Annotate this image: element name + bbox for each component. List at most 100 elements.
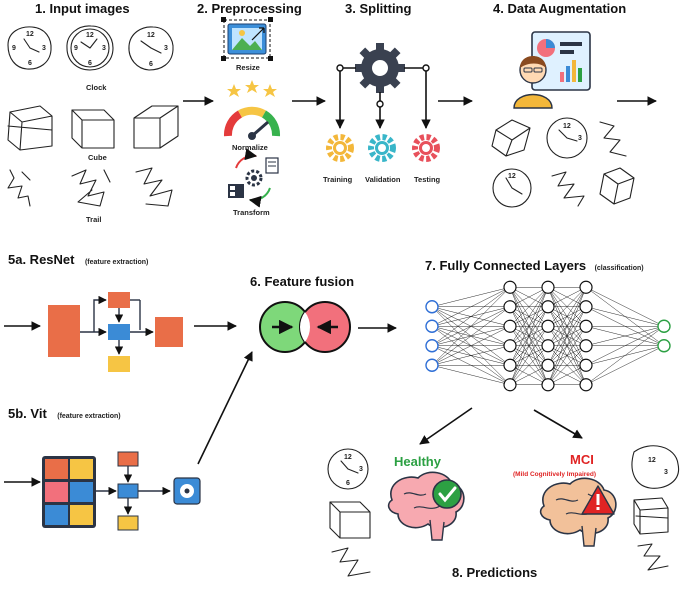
hidden-node [541,300,555,314]
hidden-node [503,378,517,392]
network-edge [547,287,587,366]
input-node [425,300,439,314]
normalize-icon [224,80,280,140]
network-edge [509,306,549,385]
hidden-node [541,339,555,353]
check-icon [432,479,462,509]
network-edge [585,306,665,327]
svg-text:9: 9 [12,45,16,52]
svg-text:3: 3 [664,469,668,476]
step-5b-label: 5b. Vit [8,406,47,421]
analyst-icon [513,31,591,109]
healthy-samples: 12 3 6 [327,448,371,577]
clock-drawing-1: 12 3 6 9 [7,26,52,70]
split-arrow-training [335,67,356,129]
cube-label: Cube [88,153,107,162]
clock-drawing-3: 12 3 6 [128,26,174,71]
training-label: Training [323,175,353,184]
network-edge [431,287,511,307]
network-edge [509,345,549,385]
augmented-trail-2 [551,171,585,207]
split-arrow-testing [404,67,431,129]
healthy-clock-sample: 12 3 6 [327,448,369,490]
hidden-node [579,300,593,314]
step-7-title: 7. Fully Connected Layers (classificatio… [425,257,644,274]
network-edge [431,287,511,366]
step-6-title: 6. Feature fusion [250,274,354,289]
network-edge [547,345,587,385]
resize-icon [221,17,273,61]
svg-text:12: 12 [508,173,516,180]
trail-label: Trail [86,215,101,224]
step-5b-title: 5b. Vit (feature extraction) [8,405,121,422]
network-edge [547,287,587,327]
augmentation-panel: 12 3 12 [491,31,635,208]
augmented-cube-1 [491,119,531,157]
svg-text:12: 12 [344,454,352,461]
clock-drawing-2: 12 3 6 9 [66,25,114,71]
arrow-to-mci [533,409,583,439]
hidden-node [503,280,517,294]
step-5a-note: (feature extraction) [85,259,148,266]
mci-clock-sample [631,445,680,489]
network-edge [509,287,549,366]
network-edge [431,287,511,327]
mci-trail-sample [637,543,669,571]
step-7-note: (classification) [595,265,644,272]
network-edge [547,287,587,307]
network-edge [547,287,587,385]
hidden-node [579,280,593,294]
warning-icon [581,485,615,515]
network-edge [509,287,549,346]
mci-full-label: (Mild Cognitively Impaired) [513,471,596,478]
network-edge [431,306,511,366]
trail-drawing-3 [135,167,173,207]
network-edge [431,365,511,385]
hidden-node [503,300,517,314]
fully-connected-network [425,280,671,392]
svg-text:3: 3 [578,135,582,142]
testing-label: Testing [414,175,441,184]
clock-label: Clock [86,83,107,92]
network-edge [509,287,549,327]
preprocessing-panel: Resize Normalize Transform [221,17,280,217]
splitting-panel: Training Validation Testing [323,43,441,184]
network-edge [585,287,665,327]
healthy-cube-sample [329,501,371,539]
step-5a-label: 5a. ResNet [8,252,75,267]
output-node [657,339,671,353]
svg-text:3: 3 [102,45,106,52]
network-edge [585,326,665,366]
hidden-node [541,358,555,372]
network-edge [547,326,587,385]
step-1-title: 1. Input images [35,1,130,16]
resnet-block-icon [48,292,183,372]
network-edge [431,287,511,346]
output-node [657,319,671,333]
healthy-label: Healthy [394,454,442,469]
arrow-to-healthy [419,407,473,445]
validation-label: Validation [365,175,401,184]
transform-label: Transform [233,208,270,217]
cube-drawing-1 [7,105,53,151]
augmented-cube-2 [599,167,635,205]
vit-block-icon [42,451,201,531]
step-5b-note: (feature extraction) [57,413,120,420]
svg-text:3: 3 [164,45,168,52]
input-node [425,358,439,372]
step-7-label: 7. Fully Connected Layers [425,258,586,273]
svg-text:6: 6 [88,60,92,67]
network-edge [547,287,587,346]
hidden-node [503,319,517,333]
hidden-node [579,319,593,333]
network-edge [547,306,587,385]
hidden-node [503,339,517,353]
cube-drawing-3 [133,105,179,149]
svg-text:6: 6 [346,480,350,487]
augmented-clock-1: 12 3 [546,117,588,159]
hidden-node [541,319,555,333]
transform-icon [228,148,279,208]
mci-label: MCI [570,452,594,467]
input-node [425,319,439,333]
